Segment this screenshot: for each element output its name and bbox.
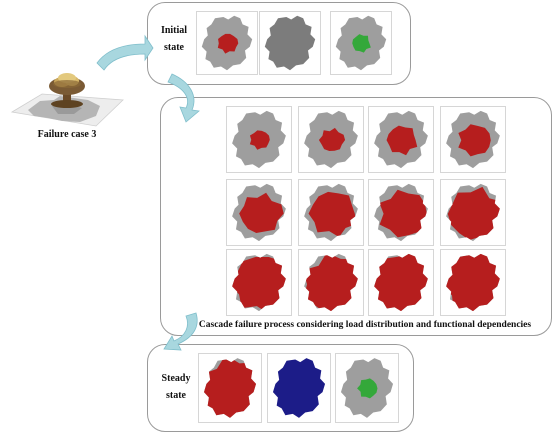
- steady-map-2: [267, 353, 331, 423]
- failed-region: [318, 127, 346, 152]
- initial-map-3: [330, 11, 392, 75]
- initial-map-1: [196, 11, 258, 75]
- initial-map-2: [259, 11, 321, 75]
- explosion-icon: [10, 73, 124, 127]
- failed-region: [239, 192, 284, 234]
- failed-region: [249, 130, 270, 150]
- recovered-region: [357, 378, 378, 399]
- cascade-step-11: [368, 249, 434, 316]
- failed-region: [379, 189, 427, 238]
- cascade-step-2: [298, 106, 364, 173]
- failed-region: [203, 358, 257, 418]
- cascade-step-7: [368, 179, 434, 246]
- cascade-step-12: [440, 249, 506, 316]
- cascade-step-10: [298, 249, 364, 316]
- cascade-step-9: [226, 249, 292, 316]
- failed-region: [217, 33, 239, 54]
- failed-region: [458, 124, 491, 157]
- failed-region: [386, 125, 418, 156]
- cascade-step-1: [226, 106, 292, 173]
- failed-region: [308, 191, 357, 238]
- steady-state-label: Steady state: [161, 373, 191, 401]
- failure-case-illustration: [10, 60, 125, 128]
- initial-state-label: Initial state: [160, 25, 188, 53]
- failed-region: [447, 186, 500, 241]
- cascade-step-3: [368, 106, 434, 173]
- steady-map-3: [335, 353, 399, 423]
- cascade-step-6: [298, 179, 364, 246]
- cascade-step-5: [226, 179, 292, 246]
- failed-region: [232, 256, 286, 312]
- cascade-caption: Cascade failure process considering load…: [198, 320, 532, 330]
- steady-map-1: [198, 353, 262, 423]
- failure-case-label: Failure case 3: [37, 129, 97, 140]
- cascade-step-4: [440, 106, 506, 173]
- cascade-step-8: [440, 179, 506, 246]
- map-region: [272, 358, 326, 418]
- failed-region: [304, 253, 358, 312]
- recovered-region: [352, 34, 371, 53]
- map-region: [264, 15, 316, 71]
- failed-region: [374, 253, 428, 312]
- failed-region: [446, 253, 500, 312]
